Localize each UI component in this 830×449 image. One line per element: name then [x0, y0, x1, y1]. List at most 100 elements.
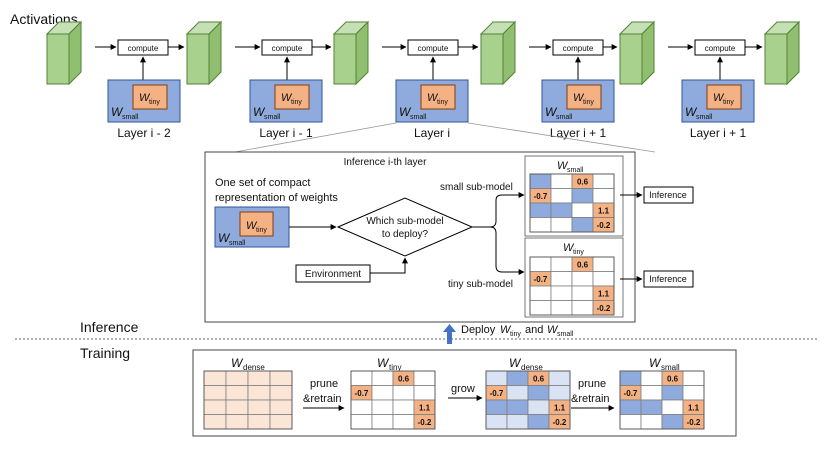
svg-text:tiny: tiny: [256, 227, 267, 234]
svg-text:W: W: [218, 231, 231, 245]
arrow-to-tiny: [489, 226, 525, 275]
arrow-to-small: [472, 192, 525, 228]
training-small-title: W small: [649, 356, 680, 372]
svg-text:tiny: tiny: [510, 331, 521, 338]
svg-text:W: W: [547, 324, 559, 336]
training-tiny-title: W tiny: [377, 356, 401, 372]
training-grown-dense-matrix: 0.6-0.71.1-0.2: [485, 370, 571, 430]
svg-text:1.1: 1.1: [419, 403, 431, 412]
training-section-label: Training: [80, 345, 130, 361]
svg-text:small: small: [661, 363, 680, 372]
svg-text:tiny: tiny: [149, 99, 160, 106]
svg-text:W: W: [111, 105, 124, 119]
svg-text:compute: compute: [418, 44, 449, 53]
svg-text:W: W: [545, 105, 558, 119]
activation-cube: [618, 20, 656, 86]
svg-text:W: W: [281, 92, 293, 104]
prune-retrain-label-1b: &retrain: [303, 393, 342, 405]
compute-box: compute: [95, 39, 185, 80]
svg-text:W: W: [253, 105, 266, 119]
svg-text:tiny: tiny: [573, 249, 584, 256]
compute-box: compute: [529, 39, 618, 80]
svg-text:0.6: 0.6: [667, 374, 679, 383]
compact-weights-label-1: One set of compact: [215, 177, 310, 189]
activation-cube: [45, 20, 83, 86]
svg-text:and: and: [525, 324, 543, 336]
svg-text:-0.7: -0.7: [624, 389, 638, 398]
svg-text:compute: compute: [128, 44, 159, 53]
zoom-line-left: [234, 122, 397, 153]
inference-box-small: [643, 186, 694, 204]
activation-cube: [332, 20, 370, 86]
svg-text:small: small: [557, 331, 574, 338]
deploy-arrow-icon: [443, 324, 456, 344]
svg-text:1.1: 1.1: [598, 289, 610, 298]
svg-text:W: W: [557, 160, 569, 172]
tiny-submodel-label: tiny sub-model: [448, 279, 513, 290]
svg-text:1.1: 1.1: [598, 206, 610, 215]
svg-text:W: W: [713, 92, 725, 104]
svg-text:-0.2: -0.2: [553, 418, 567, 427]
inference-section-label: Inference: [80, 319, 139, 335]
svg-text:W: W: [399, 105, 412, 119]
compact-weights-label-2: representation of weights: [215, 192, 338, 204]
svg-text:W: W: [246, 220, 258, 232]
deploy-label: Deploy W tiny and W small: [461, 324, 574, 338]
layer-label: Layer i + 1: [550, 126, 607, 140]
svg-text:small: small: [122, 114, 139, 121]
training-dense-title: W dense: [231, 356, 265, 372]
svg-text:small: small: [696, 114, 713, 121]
layer-label: Layer i - 2: [117, 126, 171, 140]
svg-text:compute: compute: [705, 44, 736, 53]
svg-text:tiny: tiny: [723, 99, 734, 106]
svg-text:-0.7: -0.7: [490, 389, 504, 398]
svg-text:W: W: [649, 356, 662, 370]
svg-text:W: W: [509, 356, 522, 370]
layer-label: Layer i - 1: [259, 126, 313, 140]
svg-text:dense: dense: [521, 363, 543, 372]
svg-text:0.6: 0.6: [577, 260, 589, 269]
inference-label-tiny: Inference: [649, 274, 687, 284]
activation-cube: [479, 20, 517, 86]
prune-retrain-label-2b: &retrain: [571, 393, 610, 405]
svg-text:W: W: [573, 92, 585, 104]
svg-text:tiny: tiny: [583, 99, 594, 106]
svg-text:W: W: [427, 92, 439, 104]
prune-retrain-label-1a: prune: [310, 378, 338, 390]
svg-text:1.1: 1.1: [688, 403, 700, 412]
compute-box: compute: [668, 39, 763, 80]
svg-text:W: W: [563, 242, 575, 254]
svg-text:W: W: [377, 356, 390, 370]
svg-text:W: W: [231, 356, 244, 370]
activation-cube: [185, 20, 223, 86]
small-matrix-title: W small: [557, 160, 584, 174]
svg-text:-0.2: -0.2: [687, 418, 701, 427]
svg-text:0.6: 0.6: [577, 177, 589, 186]
decision-label-2: to deploy?: [382, 229, 429, 240]
inference-box-tiny: [643, 270, 694, 288]
svg-text:-0.7: -0.7: [534, 275, 548, 284]
svg-text:small: small: [410, 114, 427, 121]
compute-box: compute: [382, 39, 479, 80]
svg-text:W: W: [500, 324, 512, 336]
svg-text:small: small: [567, 167, 584, 174]
svg-text:Deploy: Deploy: [461, 324, 496, 336]
decision-label-1: Which sub-model: [366, 216, 443, 227]
svg-text:0.6: 0.6: [398, 374, 410, 383]
svg-text:-0.7: -0.7: [355, 389, 369, 398]
inference-label-small: Inference: [649, 190, 687, 200]
svg-text:0.6: 0.6: [533, 374, 545, 383]
svg-text:-0.2: -0.2: [597, 304, 611, 313]
layer-label: Layer i: [414, 126, 450, 140]
svg-text:tiny: tiny: [389, 363, 401, 372]
training-small-matrix: 0.6 -0.7 1.1 -0.2: [619, 370, 705, 430]
inference-small-matrix: 0.6-0.71.1-0.2: [529, 173, 615, 233]
inference-tiny-matrix: 0.6 -0.7 1.1 -0.2: [529, 256, 615, 316]
